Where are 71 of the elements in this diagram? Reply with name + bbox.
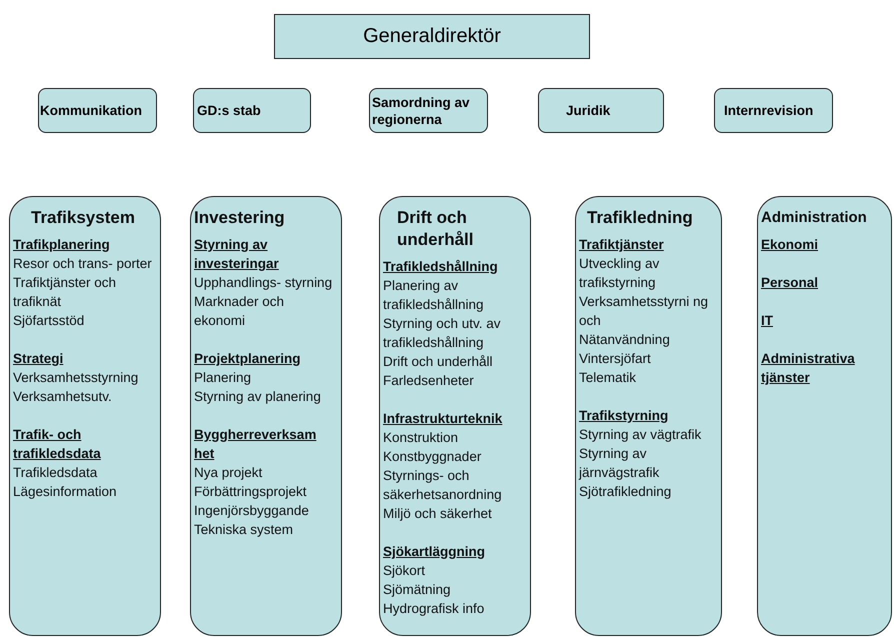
division-title: Drift och underhåll [396,207,475,251]
staff-unit-box [538,88,664,133]
section-heading: Byggherreverksam het [194,426,318,463]
director-box [274,14,590,59]
division-title: Trafiksystem [30,207,136,229]
list-item: Styrning av planering [194,388,322,406]
section-heading: Trafik- och trafikledsdata [13,426,102,463]
unit-name: Samordning av regionerna [372,94,471,128]
list-item: Marknader och ekonomi [194,293,286,330]
section-heading: Sjökartläggning [383,543,486,561]
list-item: Styrning av vägtrafik [579,426,702,444]
list-item: Sjömätning [383,581,452,599]
division-column [575,196,722,636]
section-heading: Trafikledshållning [383,258,499,276]
director-title: Generaldirektör [363,25,501,48]
list-item: Vintersjöfart [579,350,652,368]
section-heading: Trafikstyrning [579,407,670,425]
list-item: Lägesinformation [13,483,118,501]
section-heading: Personal [761,274,820,292]
division-column [9,196,161,636]
list-item: Sjötrafikledning [579,483,672,501]
unit-name: GD:s stab [197,102,261,119]
list-item: Konstbyggnader [383,448,482,466]
section-heading: Trafiktjänster [579,236,665,254]
list-item: Konstruktion [383,429,460,447]
list-item: Utveckling av trafikstyrning [579,255,660,292]
section-heading: Ekonomi [761,236,820,254]
list-item: Styrning och utv. av trafikledshållning [383,315,502,352]
list-item: Nya projekt [194,464,264,482]
list-item: Planering av trafikledshållning [383,277,485,314]
list-item: Resor och trans- porter [13,255,153,273]
list-item: Tekniska system [194,521,294,539]
division-column [757,196,892,636]
list-item: Förbättringsprojekt [194,483,308,501]
list-item: Upphandlings- styrning [194,274,334,292]
list-item: Miljö och säkerhet [383,505,493,523]
section-heading: Administrativa tjänster [761,350,856,387]
staff-unit-box [369,88,488,133]
staff-unit-box [38,88,157,133]
unit-name: Internrevision [724,102,814,119]
division-title: Investering [194,207,286,229]
division-title: Trafikledning [586,207,694,229]
list-item: Telematik [579,369,638,387]
section-heading: Styrning av investeringar [194,236,280,273]
section-heading: IT [761,312,774,330]
list-item: Verksamhetsutv. [13,388,113,406]
division-title: Administration [761,208,868,228]
division-column [379,196,531,636]
list-item: Trafiktjänster och trafiknät [13,274,118,311]
list-item: Planering [194,369,252,387]
list-item: Styrnings- och säkerhetsanordning [383,467,503,504]
list-item: Verksamhetsstyrning [13,369,140,387]
section-heading: Strategi [13,350,64,368]
list-item: Verksamhetsstyrni ng och [579,293,710,330]
list-item: Drift och underhåll [383,353,494,371]
division-column [190,196,342,636]
unit-name: Juridik [566,102,610,119]
staff-unit-box [714,88,833,133]
list-item: Farledsenheter [383,372,475,390]
staff-unit-box [193,88,311,133]
list-item: Ingenjörsbyggande [194,502,310,520]
list-item: Trafikledsdata [13,464,98,482]
section-heading: Projektplanering [194,350,302,368]
list-item: Styrning av järnvägstrafik [579,445,660,482]
list-item: Sjökort [383,562,426,580]
list-item: Sjöfartsstöd [13,312,86,330]
section-heading: Trafikplanering [13,236,111,254]
list-item: Hydrografisk info [383,600,486,618]
list-item: Nätanvändning [579,331,671,349]
unit-name: Kommunikation [40,102,142,119]
section-heading: Infrastrukturteknik [383,410,504,428]
